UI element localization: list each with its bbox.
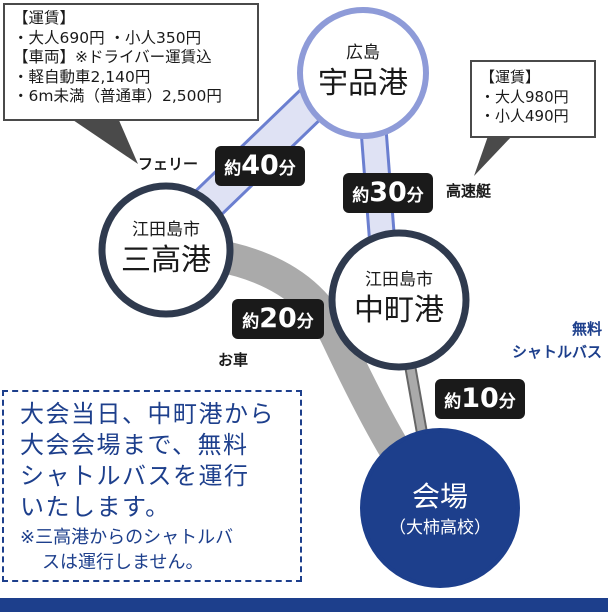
boat-time-prefix: 約: [352, 186, 370, 206]
nakamachi-name: 中町港: [354, 293, 444, 328]
shuttle-label-bus: シャトルバス: [511, 343, 602, 361]
venue: 会場 （大柿高校）: [362, 430, 518, 586]
boat-fare-pointer: [474, 136, 512, 176]
ujina-city: 広島: [346, 43, 380, 63]
shuttle-time-prefix: 約: [444, 392, 462, 412]
notice-note-2: スは運行しません。: [42, 552, 204, 573]
bottom-bar: [0, 598, 608, 612]
ferry-fare-kei: ・軽自動車2,140円: [13, 67, 151, 86]
shuttle-label: 無料 シャトルバス: [482, 318, 602, 364]
ujina-port-circle: [297, 7, 429, 139]
boat-fare-adult: ・大人980円: [480, 87, 569, 106]
ujina-port: 広島 宇品港: [300, 10, 426, 136]
boat-fare-callout: 【運賃】 ・大人980円 ・小人490円: [470, 60, 596, 138]
mitaka-city: 江田島市: [132, 220, 200, 240]
nakamachi-port-circle: [328, 229, 470, 371]
car-time-value: 20: [259, 303, 297, 334]
ferry-time-value: 40: [241, 150, 279, 181]
ferry-vehicle-heading: 【車両】※ドライバー運賃込: [13, 48, 212, 66]
boat-fare-child: ・小人490円: [480, 107, 569, 125]
ferry-fare-pointer: [70, 118, 138, 164]
mitaka-port-circle: [98, 182, 234, 318]
ferry-label: フェリー: [138, 155, 199, 173]
boat-fare-heading: 【運賃】: [480, 68, 541, 86]
nakamachi-port: 江田島市 中町港: [332, 233, 466, 367]
boat-time-unit: 分: [406, 186, 424, 206]
notice-note-1: ※三高港からのシャトルバ: [20, 527, 234, 548]
shuttle-label-free: 無料: [571, 320, 602, 338]
venue-circle: [360, 428, 520, 588]
ferry-fare-standard: ・6m未満（普通車）2,500円: [13, 87, 222, 105]
ferry-time-unit: 分: [278, 159, 296, 179]
ferry-time-prefix: 約: [224, 159, 242, 179]
notice-line-4: いたします。: [20, 493, 171, 521]
nakamachi-city: 江田島市: [365, 270, 433, 290]
venue-school: （大柿高校）: [389, 518, 491, 538]
shuttle-notice: 大会当日、中町港から 大会会場まで、無料 シャトルバスを運行 いたします。 ※三…: [2, 390, 302, 582]
notice-line-2: 大会会場まで、無料: [20, 431, 249, 459]
boat-time-value: 30: [369, 177, 407, 208]
notice-line-3: シャトルバスを運行: [20, 462, 250, 490]
shuttle-time-value: 10: [461, 383, 499, 414]
notice-line-1: 大会当日、中町港から: [20, 400, 275, 428]
car-label: お車: [218, 351, 249, 369]
mitaka-port: 江田島市 三高港: [102, 186, 230, 314]
car-time-unit: 分: [296, 312, 314, 332]
venue-name: 会場: [411, 480, 468, 513]
ujina-name: 宇品港: [318, 66, 408, 101]
boat-label: 高速艇: [446, 182, 492, 200]
car-time-prefix: 約: [242, 312, 260, 332]
mitaka-name: 三高港: [121, 243, 211, 278]
ferry-fare-callout: 【運賃】 ・大人690円 ・小人350円 【車両】※ドライバー運賃込 ・軽自動車…: [3, 3, 259, 121]
ferry-fare-heading: 【運賃】: [13, 9, 76, 27]
shuttle-time-unit: 分: [498, 392, 516, 412]
ferry-fare-passenger: ・大人690円 ・小人350円: [13, 28, 202, 47]
